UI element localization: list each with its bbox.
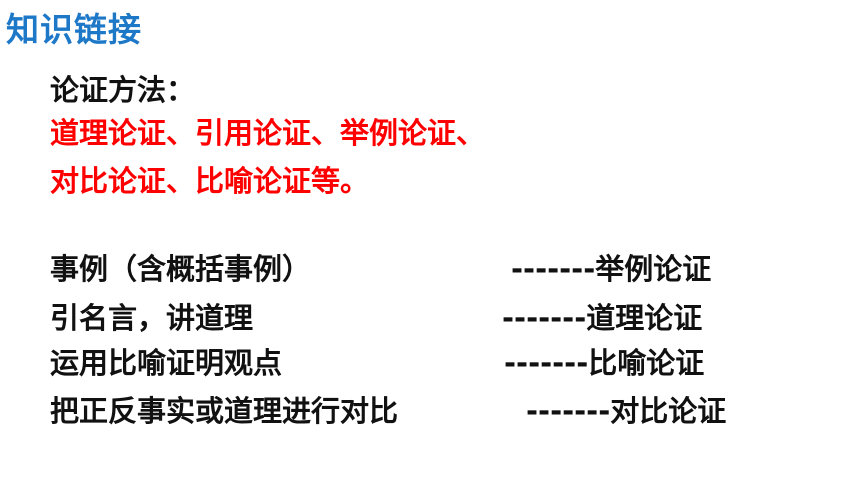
mapping-method: -------比喻论证 xyxy=(504,346,705,380)
mapping-method: -------道理论证 xyxy=(502,301,703,335)
mapping-description: 运用比喻证明观点 xyxy=(50,346,283,380)
slide-title: 知识链接 xyxy=(6,10,142,49)
methods-list-line-1: 道理论证、引用论证、举例论证、 xyxy=(50,116,486,150)
methods-list-line-2: 对比论证、比喻论证等。 xyxy=(50,164,370,198)
mapping-method: -------举例论证 xyxy=(511,252,712,286)
methods-heading: 论证方法： xyxy=(50,73,196,107)
mapping-description: 引名言，讲道理 xyxy=(50,301,254,335)
mapping-description: 事例（含概括事例） xyxy=(50,252,312,286)
mapping-method: -------对比论证 xyxy=(526,394,727,428)
mapping-description: 把正反事实或道理进行对比 xyxy=(50,394,399,428)
